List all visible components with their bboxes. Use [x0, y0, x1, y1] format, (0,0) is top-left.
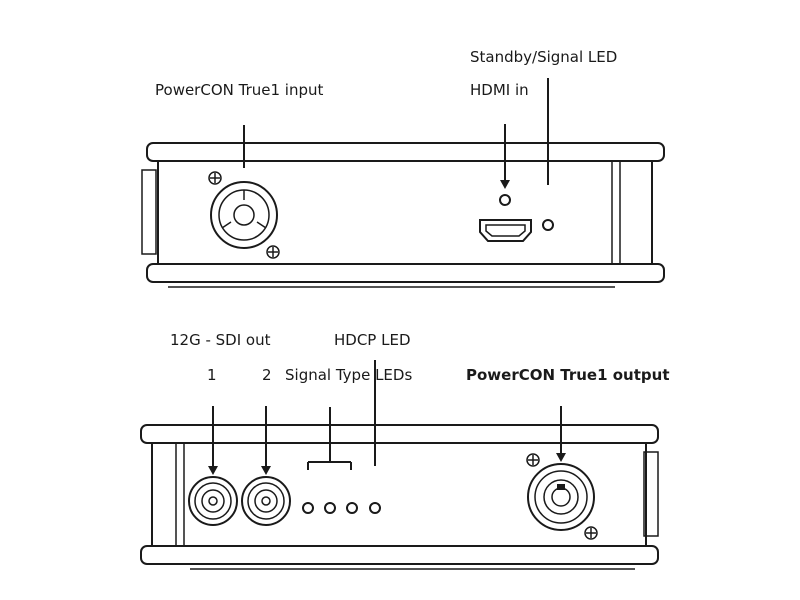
signal-type-leds-bracket — [307, 407, 352, 470]
top-enclosure — [141, 142, 665, 288]
sdi-out-1-connector — [188, 476, 238, 526]
standby-led-label: Standby/Signal LED — [470, 48, 617, 66]
bottom-enclosure — [140, 424, 659, 570]
hdcp-led-label: HDCP LED — [334, 331, 411, 349]
power-output-label: PowerCON True1 output — [466, 366, 670, 384]
sdi-1-arrow — [208, 466, 218, 475]
power-output-arrow — [556, 453, 566, 462]
bottom-panel: 12G - SDI out 1 2 Signal Type LEDs HDCP … — [140, 331, 670, 570]
powercon-input-connector — [208, 171, 280, 259]
hdmi-arrow — [500, 180, 510, 189]
power-input-label: PowerCON True1 input — [155, 81, 323, 99]
signal-type-leds-label: Signal Type LEDs — [285, 366, 412, 384]
hdmi-in-label: HDMI in — [470, 81, 529, 99]
sdi-out-label: 12G - SDI out — [170, 331, 271, 349]
hdmi-port — [479, 219, 532, 242]
signal-type-led-3 — [346, 502, 358, 514]
sdi-1-label: 1 — [207, 366, 217, 384]
powercon-output-connector — [526, 453, 598, 540]
sdi-out-2-connector — [241, 476, 291, 526]
standby-led — [542, 219, 554, 231]
hdmi-indicator-dot — [499, 194, 511, 206]
top-panel: PowerCON True1 input Standby/Signal LED … — [141, 48, 665, 288]
signal-type-led-2 — [324, 502, 336, 514]
sdi-2-arrow — [261, 466, 271, 475]
sdi-2-label: 2 — [262, 366, 272, 384]
hdcp-led — [369, 502, 381, 514]
signal-type-led-1 — [302, 502, 314, 514]
